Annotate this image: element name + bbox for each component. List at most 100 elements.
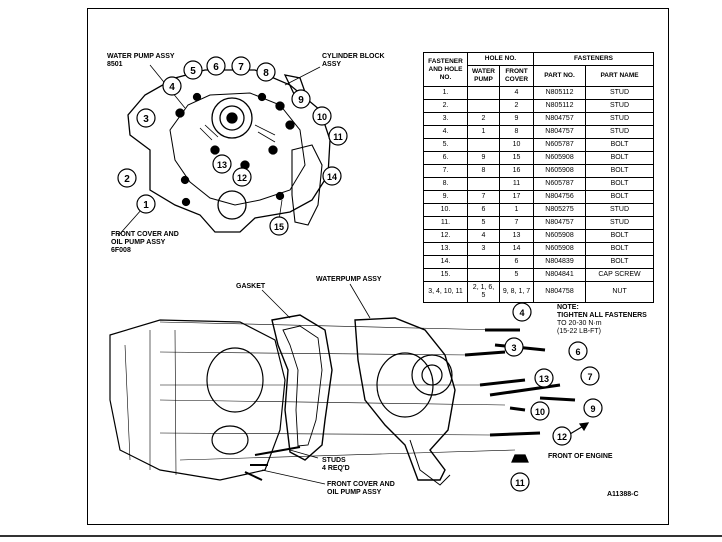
cell-part-name: STUD [585, 86, 655, 100]
callout-13 [212, 154, 232, 174]
cell-part-no: N804756 [533, 190, 587, 204]
label-front-cover-partno: 6F008 [111, 247, 131, 254]
cell-part-name: BOLT [585, 255, 655, 269]
torque-note: NOTE: TIGHTEN ALL FASTENERS TO 20-30 N·m… [557, 304, 667, 336]
callout-b-9-text: 9 [590, 404, 595, 414]
label-cylinder-block-1: CYLINDER BLOCK [322, 53, 385, 60]
cell-fastener: 3, 4, 10, 11 [423, 281, 468, 303]
callout-1 [136, 194, 156, 214]
note-line-2: TO 20-30 N·m [557, 320, 602, 327]
callout-b-12 [552, 426, 572, 446]
cell-fc: 1 [498, 203, 535, 217]
cell-part-no: N805112 [533, 99, 587, 113]
note-line-3: (15-22 LB-FT) [557, 328, 601, 335]
cell-fastener: 2. [423, 99, 468, 113]
cell-part-no: N805275 [533, 203, 587, 217]
callout-b-10-text: 10 [535, 407, 545, 417]
callout-b-9 [583, 398, 603, 418]
cell-part-name: STUD [585, 203, 655, 217]
callout-b-12-text: 12 [557, 432, 567, 442]
top-callout-numbers: 1 2 3 4 5 6 7 8 9 10 11 12 13 14 15 [124, 62, 343, 232]
cell-fastener: 11. [423, 216, 468, 230]
label-cylinder-block-2: ASSY [322, 61, 341, 68]
cell-part-no: N605787 [533, 177, 587, 191]
cell-part-no: N805112 [533, 86, 587, 100]
cell-wp: 2, 1, 6, 5 [467, 281, 500, 303]
cell-fc: 5 [498, 268, 535, 282]
header-hole-no: HOLE NO. [466, 52, 535, 66]
cell-fastener: 6. [423, 151, 468, 165]
callout-13-text: 13 [217, 160, 227, 170]
callout-3-text: 3 [143, 114, 149, 125]
callout-3 [136, 108, 156, 128]
label-front-cover-1: FRONT COVER AND [111, 231, 179, 238]
callout-9-text: 9 [298, 95, 304, 106]
cell-fc: 2 [498, 99, 535, 113]
cell-wp [467, 255, 500, 269]
cell-part-no: N605908 [533, 151, 587, 165]
note-title: NOTE: [557, 304, 579, 311]
callout-10 [312, 106, 332, 126]
callout-4 [162, 76, 182, 96]
cell-wp: 3 [467, 242, 500, 256]
cell-fc: 8 [498, 125, 535, 139]
callout-b-11-text: 11 [515, 478, 525, 488]
top-callouts [117, 56, 348, 236]
cell-part-no: N804757 [533, 112, 587, 126]
cell-part-no: N804757 [533, 125, 587, 139]
callout-b-13 [534, 368, 554, 388]
callout-11 [328, 126, 348, 146]
cell-part-name: STUD [585, 125, 655, 139]
callout-7 [231, 56, 251, 76]
callout-15 [269, 216, 289, 236]
cell-part-no: N605908 [533, 229, 587, 243]
cell-fc: 14 [498, 242, 535, 256]
cell-fc: 16 [498, 164, 535, 178]
cell-part-name: BOLT [585, 177, 655, 191]
cell-wp [467, 177, 500, 191]
label-front-cover-bottom-1: FRONT COVER AND [327, 481, 395, 488]
cell-fc: 7 [498, 216, 535, 230]
cell-wp: 7 [467, 190, 500, 204]
cell-part-name: BOLT [585, 190, 655, 204]
callout-14 [322, 166, 342, 186]
cell-fc: 9 [498, 112, 535, 126]
callout-b-11 [510, 472, 530, 492]
header-fastener: FASTENER AND HOLE NO. [423, 52, 468, 87]
cell-part-no: N804839 [533, 255, 587, 269]
label-water-pump-assy: WATER PUMP ASSY [107, 53, 175, 60]
label-front-cover-bottom-2: OIL PUMP ASSY [327, 489, 382, 496]
callout-b-7 [580, 366, 600, 386]
header-part-name: PART NAME [585, 65, 655, 87]
cell-fastener: 14. [423, 255, 468, 269]
header-water-pump: WATER PUMP [467, 65, 500, 87]
cell-fc: 9, 8, 1, 7 [498, 281, 535, 303]
label-water-pump-partno: 8501 [107, 61, 123, 68]
callout-b-4 [512, 302, 532, 322]
bottom-callout-numbers: 4 6 3 7 13 9 10 12 11 [511, 308, 595, 488]
header-front-cover: FRONT COVER [498, 65, 535, 87]
callout-2-text: 2 [124, 174, 130, 185]
cell-wp: 2 [467, 112, 500, 126]
cell-wp [467, 268, 500, 282]
cell-fastener: 3. [423, 112, 468, 126]
cell-wp: 8 [467, 164, 500, 178]
callout-10-text: 10 [317, 112, 327, 122]
header-fasteners: FASTENERS [533, 52, 655, 66]
callout-5 [183, 60, 203, 80]
bottom-rule [0, 535, 722, 537]
cell-part-name: BOLT [585, 242, 655, 256]
cell-part-name: BOLT [585, 138, 655, 152]
cell-part-no: N804841 [533, 268, 587, 282]
